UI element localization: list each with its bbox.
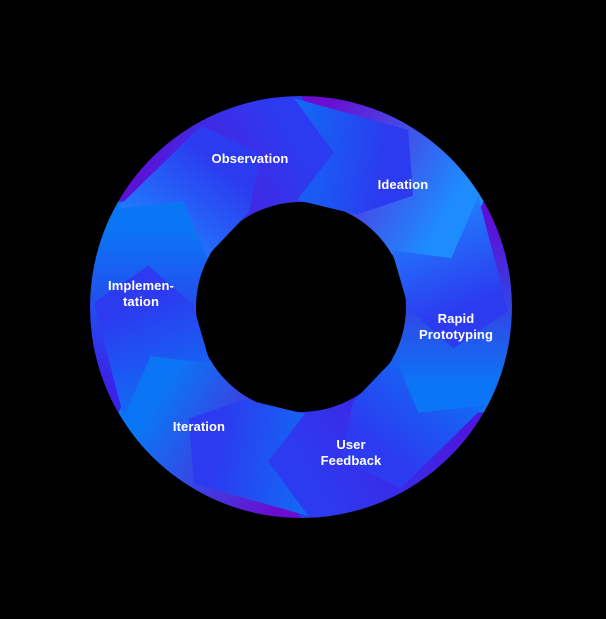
cycle-arrowhead-implementation	[116, 125, 261, 257]
cycle-arrowhead-rapid-prototyping	[341, 357, 486, 489]
cycle-segment-group	[90, 96, 512, 518]
cycle-arrowhead-ideation	[391, 196, 508, 349]
cycle-arrowhead-observation	[293, 98, 414, 215]
cycle-arrowhead-user-feedback	[188, 399, 309, 516]
cycle-arrowhead-iteration	[94, 265, 211, 418]
